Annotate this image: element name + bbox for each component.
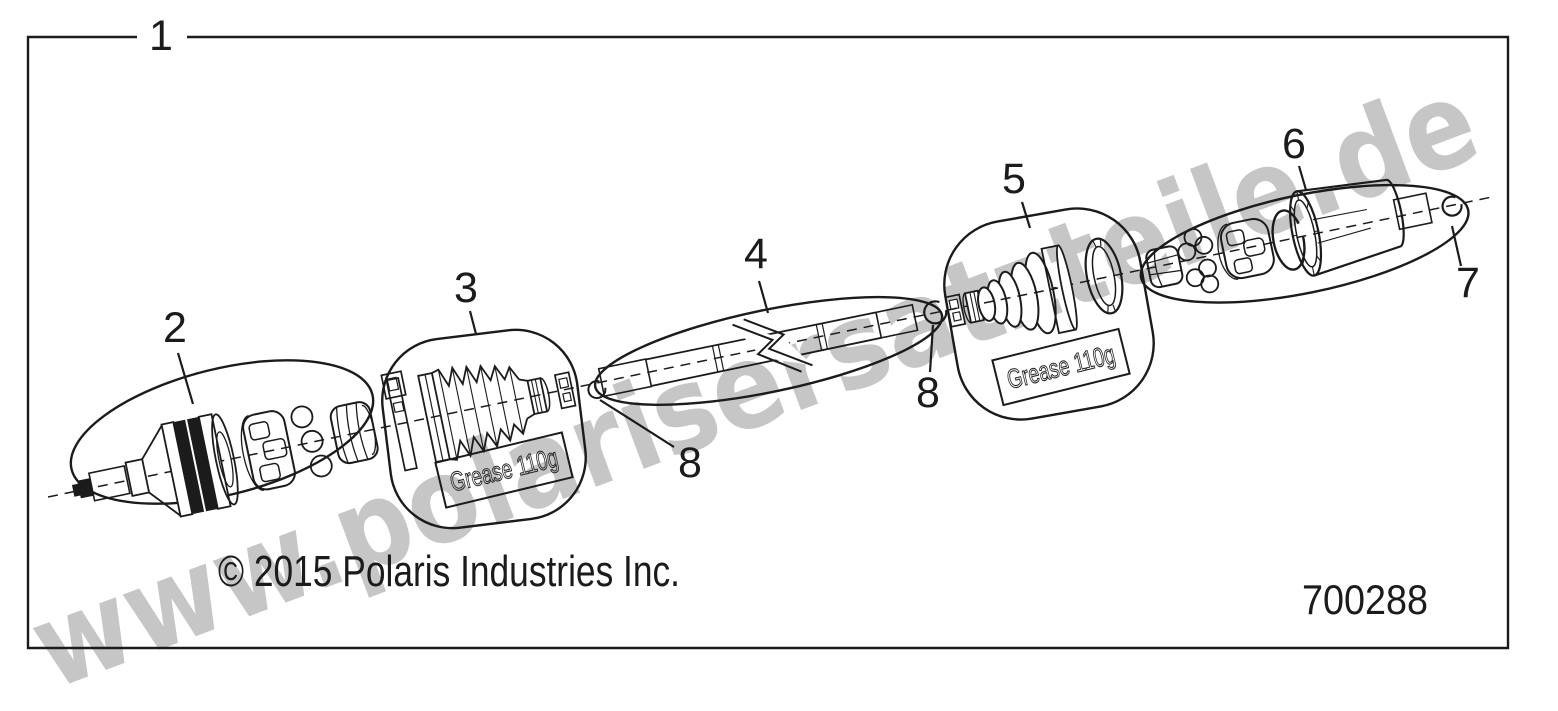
callout-6-label: 6 xyxy=(1282,120,1306,168)
watermark: www.polarisersatzteile.de xyxy=(13,51,1494,711)
boot2-large-clamp xyxy=(1084,237,1124,315)
cage xyxy=(242,410,296,491)
part-group-6 xyxy=(1139,178,1470,304)
callout-5-leader xyxy=(1020,201,1032,229)
callout-8-left-leader xyxy=(599,399,675,448)
callout-6-leader xyxy=(1297,165,1308,191)
joint-housing-body xyxy=(1296,178,1401,277)
ball xyxy=(1194,235,1214,255)
callouts: 1 2 3 4 5 6 7 8 8 xyxy=(149,12,1480,487)
circlip-shaft-right xyxy=(923,300,948,325)
break-symbol xyxy=(732,323,802,373)
callout-7-leader xyxy=(1450,225,1463,267)
ball xyxy=(300,429,324,453)
joint-spline-stub xyxy=(1392,192,1433,231)
circlip-item-7 xyxy=(1441,195,1463,217)
callout-3-leader xyxy=(468,310,478,335)
joint-cage xyxy=(1219,217,1275,280)
joint-inner-race xyxy=(1145,245,1184,289)
group-4-outline xyxy=(593,295,944,406)
stub-collar xyxy=(124,458,151,497)
stub-splines xyxy=(87,465,131,502)
callout-8-left-label: 8 xyxy=(678,439,702,487)
callout-2-leader xyxy=(176,352,195,405)
boot2-pleat xyxy=(977,286,997,322)
callout-8-right-label: 8 xyxy=(916,369,940,417)
callout-7-label: 7 xyxy=(1456,259,1480,307)
boot-small-clamp xyxy=(553,371,577,410)
callout-4-leader xyxy=(757,280,770,314)
group-6-outline xyxy=(1139,183,1470,304)
boot-neck xyxy=(526,377,549,416)
ball xyxy=(1177,242,1197,262)
callout-1-label: 1 xyxy=(149,12,173,60)
callout-5-label: 5 xyxy=(1002,155,1026,203)
inner-race xyxy=(329,401,379,465)
shaft-spline-left xyxy=(597,358,653,398)
boot2-small-clamp xyxy=(944,293,967,328)
stub-end xyxy=(77,478,94,499)
watermark-text: www.polarisersatzteile.de xyxy=(13,51,1494,711)
part-group-4 xyxy=(587,295,948,406)
callout-2-label: 2 xyxy=(163,304,187,352)
part-group-2 xyxy=(69,359,379,518)
housing-face xyxy=(211,413,239,506)
boot-clamp-strip xyxy=(385,376,418,472)
ball xyxy=(1200,274,1220,294)
ball xyxy=(290,405,314,429)
callout-8-right-leader xyxy=(928,324,935,373)
centerline-overlay xyxy=(983,287,1059,304)
drawing-number: 700288 xyxy=(1302,576,1428,623)
ball xyxy=(309,454,333,478)
callout-4-label: 4 xyxy=(744,230,768,278)
frame-border xyxy=(26,35,1510,650)
shaft-spline-right xyxy=(875,303,919,339)
group-3-outline xyxy=(381,328,587,530)
callout-3-label: 3 xyxy=(454,264,478,312)
copyright-text: © 2015 Polaris Industries Inc. xyxy=(218,547,680,596)
ball xyxy=(1198,258,1217,278)
boot-pleats xyxy=(431,363,520,389)
group-5-outline xyxy=(943,207,1155,421)
